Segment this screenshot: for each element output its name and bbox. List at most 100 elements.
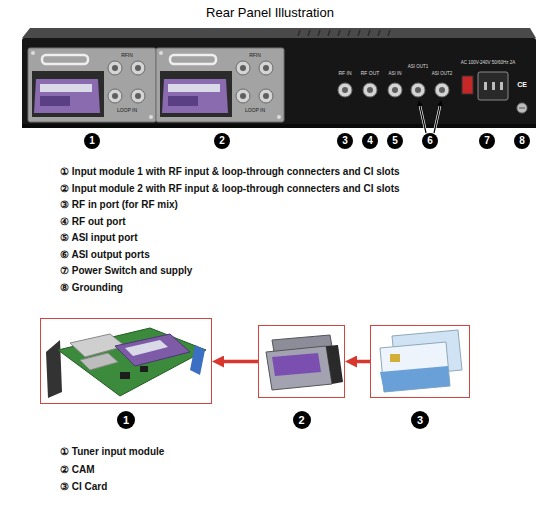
bnc-connector (435, 83, 449, 97)
power-inlet (462, 76, 473, 94)
ground-screw (517, 103, 527, 113)
callout-number: 2 (214, 133, 230, 149)
picture-frame: 3 (370, 325, 470, 398)
port-label: LOOP IN (117, 107, 137, 113)
callout-number: 5 (387, 133, 403, 149)
pointer-arrow (420, 106, 426, 133)
chassis (298, 30, 300, 36)
port-label: ASI OUT1 (408, 64, 429, 69)
input-module (28, 48, 156, 122)
callout-number: 3 (411, 411, 429, 429)
bnc-connector (392, 87, 398, 93)
power-inlet (492, 82, 495, 90)
chassis (22, 28, 536, 38)
power-rating: AC 100V-240V 50/60Hz 2A (461, 60, 516, 65)
chassis (22, 28, 536, 128)
title: Rear Panel Illustration (0, 5, 540, 20)
bnc-connector (439, 87, 445, 93)
port-label: ASI IN (388, 71, 401, 76)
callout-number: 3 (337, 133, 353, 149)
cam-picture (326, 345, 343, 384)
callout-number: 2 (293, 411, 311, 429)
red-arrow (357, 360, 370, 364)
chassis (308, 30, 310, 36)
tuner-module-picture (125, 340, 168, 356)
callout-number: 1 (117, 411, 135, 429)
chassis (338, 30, 340, 36)
ci-card-picture (390, 354, 400, 362)
chassis (378, 30, 380, 36)
legend-line: ② Input module 2 with RF input & loop-th… (60, 183, 400, 194)
bnc-connector (388, 83, 402, 97)
bnc-connector (411, 83, 425, 97)
tuner-module-picture (80, 353, 118, 370)
chassis (348, 30, 350, 36)
tuner-module-picture (140, 366, 148, 372)
legend-line: ⑧ Grounding (60, 282, 123, 293)
ground-screw (519, 108, 525, 109)
bnc-connector (415, 87, 421, 93)
legend-line: ③ CI Card (60, 481, 107, 492)
chassis (318, 30, 320, 36)
tuner-module-picture (120, 372, 130, 379)
legend-line: ⑦ Power Switch and supply (60, 265, 192, 276)
ci-card-picture (380, 330, 462, 392)
chassis (358, 30, 360, 36)
pointer-arrow (434, 106, 440, 133)
cam-picture (266, 335, 343, 390)
pointer-arrow (420, 106, 440, 133)
legend-line: ⑤ ASI input port (60, 232, 138, 243)
chassis (388, 30, 390, 36)
input-module (156, 48, 284, 122)
tuner-module-picture (58, 328, 206, 396)
legend-line: ③ RF in port (for RF mix) (60, 199, 178, 210)
port-label: RF OUT (361, 70, 380, 76)
legend-line: ④ RF out port (60, 216, 126, 227)
port-label: LOOP IN (245, 107, 265, 113)
ci-card-picture (380, 342, 450, 392)
legend-line: ① Input module 1 with RF input & loop-th… (60, 166, 400, 177)
power-inlet (500, 82, 503, 90)
power-inlet (478, 72, 508, 100)
chassis (22, 38, 536, 128)
cam-picture (272, 353, 321, 376)
ground-screw (517, 103, 527, 113)
tuner-module-picture (46, 328, 206, 398)
ci-card-picture (380, 366, 450, 392)
port-label: ASI OUT2 (432, 71, 453, 76)
bnc-connector (342, 87, 348, 93)
chassis (368, 30, 370, 36)
bnc-connector (367, 87, 373, 93)
chassis (328, 30, 330, 36)
callout-number: 7 (479, 133, 495, 149)
tuner-module-picture (46, 340, 62, 398)
tuner-module-picture (190, 345, 205, 375)
picture-frame: 1 (40, 318, 212, 404)
power-inlet (462, 72, 508, 100)
red-arrow (224, 360, 258, 364)
callout-number: 4 (362, 133, 378, 149)
callout-number: 6 (422, 133, 438, 149)
port-label: RFIN (121, 52, 133, 58)
port-label: RF IN (338, 70, 351, 76)
input-module (28, 48, 284, 122)
cam-picture (266, 346, 332, 390)
callout-number: 8 (514, 133, 530, 149)
pointer-arrow (420, 106, 426, 133)
legend-line: ⑥ ASI output ports (60, 249, 150, 260)
legend-line: ② CAM (60, 464, 95, 475)
port-label: RFIN (249, 52, 261, 58)
callout-number: 1 (84, 133, 100, 149)
tuner-module-picture (115, 334, 190, 366)
power-inlet (484, 82, 487, 90)
bnc-connector (363, 83, 377, 97)
pointer-arrow (434, 106, 440, 133)
chassis (22, 124, 536, 128)
picture-frame: 2 (258, 325, 345, 398)
bnc-connector (338, 83, 449, 97)
ce-mark: CE (517, 81, 527, 88)
bnc-connector (338, 83, 352, 97)
legend-line: ① Tuner input module (60, 446, 164, 457)
chassis (298, 30, 390, 36)
